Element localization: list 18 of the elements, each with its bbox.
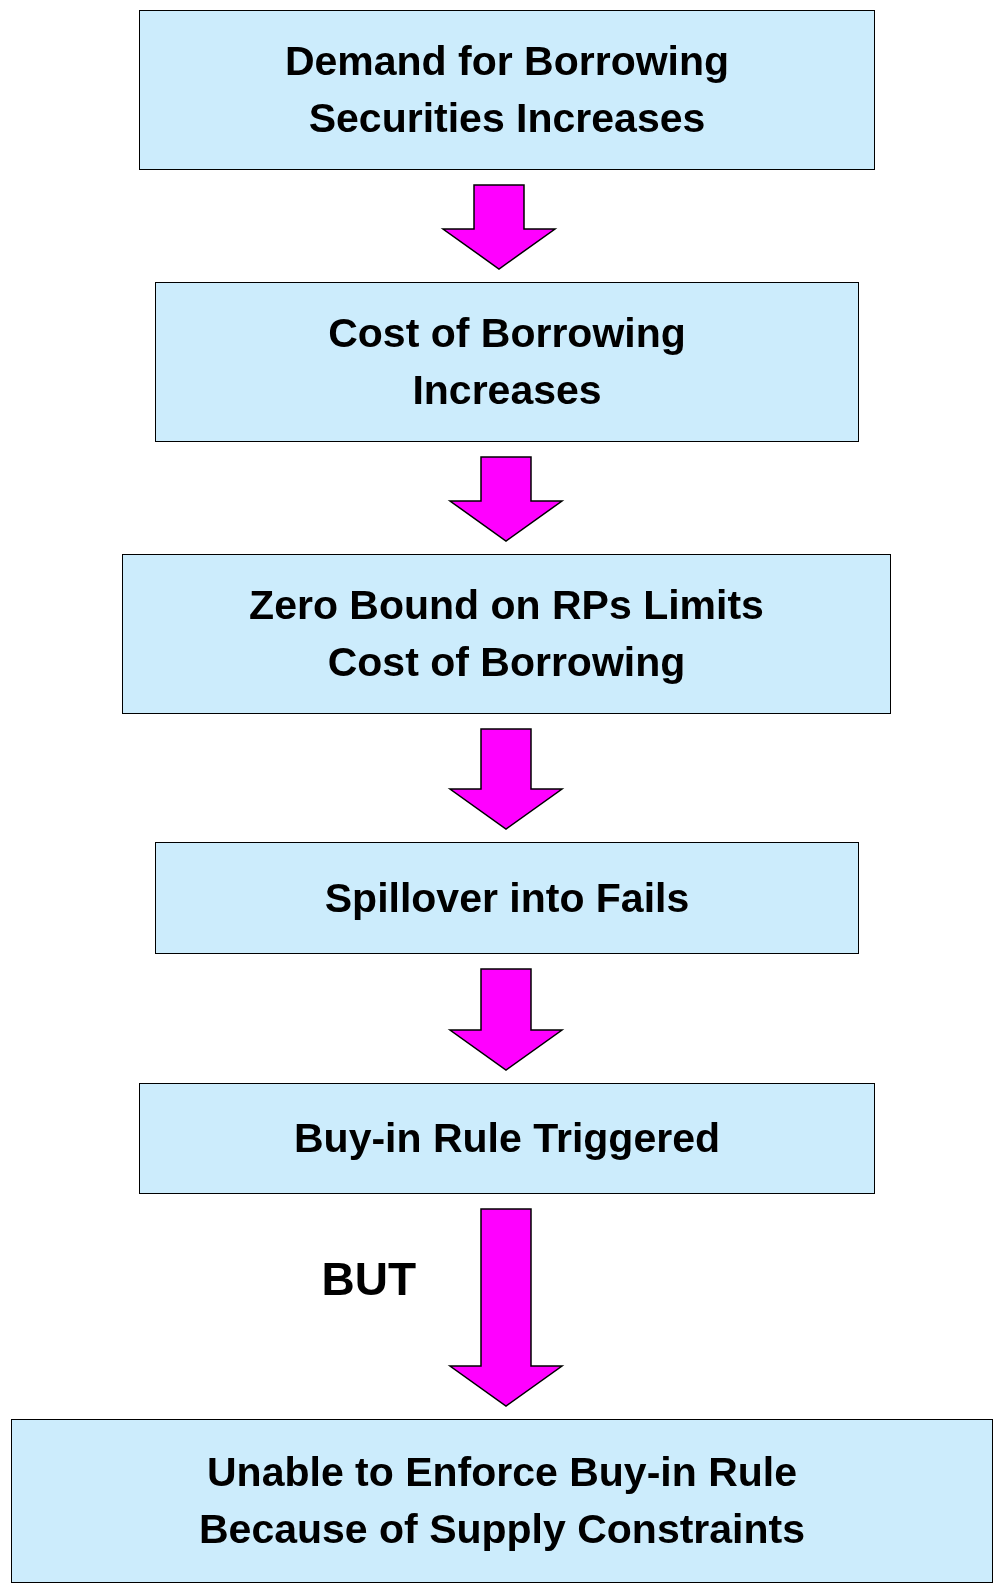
block-arrow	[440, 184, 558, 270]
block-arrow	[447, 728, 565, 830]
edge-label: BUT	[321, 1251, 416, 1306]
block-arrow	[447, 1208, 565, 1407]
process-box	[11, 1419, 993, 1583]
process-box	[155, 282, 859, 442]
box-text: Unable to Enforce Buy-in Rule Because of Supply Constraints	[198, 1448, 806, 1554]
block-arrow	[447, 456, 565, 542]
box-text: Zero Bound on RPs Limits Cost of Borrowing	[248, 581, 765, 687]
process-box	[122, 554, 891, 714]
box-text: Demand for Borrowing Securities Increases	[283, 37, 731, 143]
block-arrow	[447, 968, 565, 1071]
box-text: Buy-in Rule Triggered	[294, 1114, 720, 1163]
process-box	[139, 10, 875, 170]
box-text: Spillover into Fails	[324, 873, 690, 923]
box-text: Cost of Borrowing Increases	[327, 309, 687, 415]
process-box	[155, 842, 859, 954]
process-box	[139, 1083, 875, 1194]
